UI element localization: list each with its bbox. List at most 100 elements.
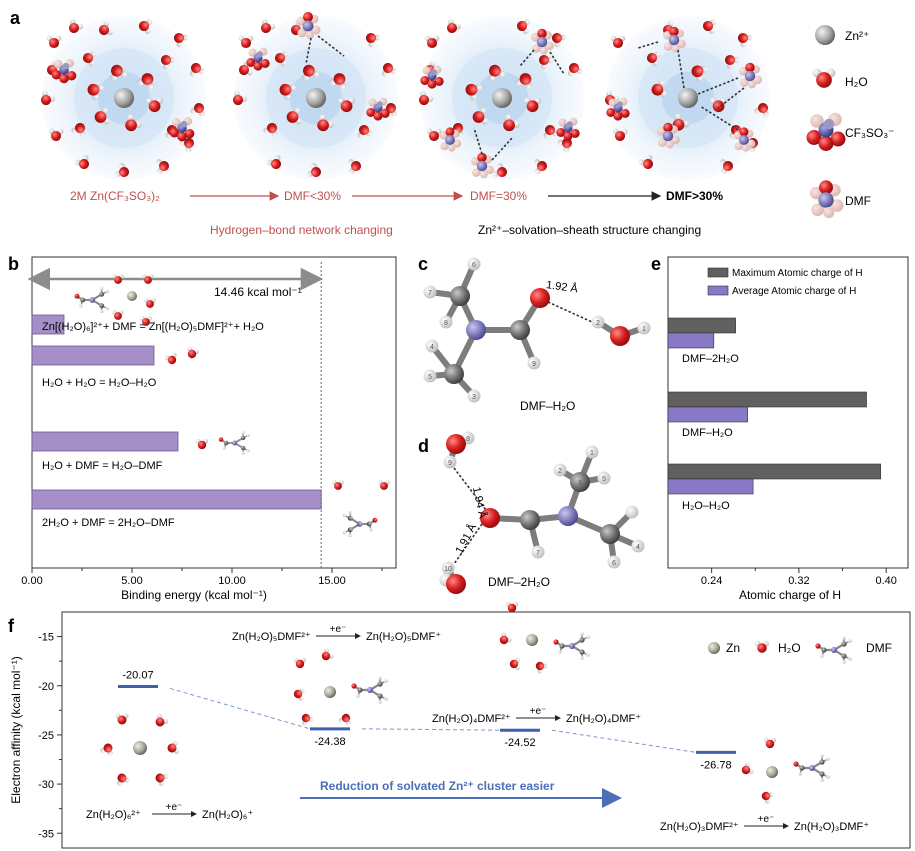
legend-zn-label: Zn²⁺ [845, 29, 869, 43]
panel-e-letter: e [651, 254, 661, 274]
oxygen-atom [507, 603, 517, 613]
hydrogen-atom [467, 257, 481, 271]
atom-number: 7 [536, 550, 540, 557]
nitrogen-atom [476, 160, 488, 172]
reaction-product: Zn(H₂O)₅DMF⁺ [366, 631, 441, 643]
hydrogen-atom [467, 389, 481, 403]
oxygen-atom [111, 64, 123, 77]
x-tick-label: 0.32 [788, 575, 809, 587]
oxygen-atom [477, 152, 487, 163]
water-molecule [724, 54, 740, 70]
dmf-stick-model [342, 510, 378, 538]
panel-d-label: DMF–2H₂O [488, 575, 550, 589]
triflate-anion [169, 117, 195, 142]
water-molecule [260, 18, 276, 34]
water-molecule [317, 114, 334, 132]
oxygen-atom [724, 54, 736, 66]
water-molecule [509, 657, 521, 671]
legend-h2o-label: H₂O [845, 75, 868, 89]
energy-level-label-4: -26.78 [700, 759, 731, 771]
hydrogen-atom [658, 138, 667, 147]
zn-ion [133, 741, 147, 755]
oxygen-atom [240, 37, 252, 49]
carbon-atom [240, 435, 246, 441]
oxygen-atom [815, 643, 821, 649]
oxygen-atom [148, 100, 161, 113]
triflate-legend-icon [806, 112, 846, 151]
oxygen-atom [82, 52, 94, 64]
oxygen-atom [144, 276, 152, 284]
x-tick-label: 5.00 [121, 575, 142, 587]
reaction-equation-2: Zn(H₂O)₅DMF²⁺+e⁻Zn(H₂O)₅DMF⁺ [232, 624, 441, 643]
legend-zn-icon [708, 642, 720, 654]
oxygen-atom [87, 83, 100, 96]
oxygen-atom [537, 28, 547, 39]
water-molecule [189, 62, 205, 77]
caption-solvation-sheath: Zn²⁺–solvation–sheath structure changing [478, 223, 701, 237]
energy-level-label-3: -24.52 [504, 737, 535, 749]
oxygen-atom [793, 761, 799, 767]
zn-ion [114, 88, 134, 108]
hydrogen-atom [378, 676, 382, 680]
hydrogen-atom [798, 772, 802, 776]
oxygen-atom [117, 715, 127, 725]
y-tick-label: -30 [38, 779, 54, 791]
oxygen-atom [78, 158, 90, 170]
oxygen-atom [334, 482, 342, 490]
oxygen-atom [556, 128, 566, 137]
hydrogen-atom [342, 530, 347, 535]
oxygen-atom [614, 130, 626, 142]
hydrogen-atom [501, 632, 507, 638]
oxygen-atom [610, 326, 630, 346]
zn-ion [492, 88, 512, 108]
oxygen-atom [434, 76, 444, 86]
oxygen-atom [59, 73, 69, 84]
hydrogen-atom [542, 663, 548, 669]
binding-energy-bar-4 [31, 489, 322, 510]
oxygen-atom [722, 160, 734, 172]
water-molecule [98, 21, 113, 36]
nitrogen-atom [744, 70, 756, 82]
water-molecule [48, 128, 64, 142]
solvation-cluster-1 [40, 16, 206, 180]
zn-ion [127, 291, 137, 301]
dmf-legend-icon [809, 180, 844, 219]
panel-c-letter: c [418, 254, 428, 274]
water-molecule [117, 773, 130, 786]
reaction-equation-3: Zn(H₂O)₄DMF²⁺+e⁻Zn(H₂O)₄DMF⁺ [432, 706, 641, 725]
oxygen-atom [612, 37, 624, 49]
carbon-atom [579, 637, 585, 643]
oxygen-atom [538, 54, 550, 66]
water-molecule [145, 97, 164, 113]
carbon-atom [600, 524, 620, 544]
hydrogen-atom [241, 431, 245, 435]
hydrogen-atom [820, 754, 824, 758]
water-molecule [763, 737, 777, 749]
hydrogen-atom [384, 697, 388, 701]
water-molecule [167, 740, 180, 754]
hydrogen-atom [734, 142, 743, 151]
legend-swatch-1 [707, 267, 729, 278]
oxygen-atom [173, 32, 185, 44]
carbon-atom [570, 472, 590, 492]
oxygen-atom [418, 94, 430, 106]
hydrogen-atom [826, 757, 830, 761]
charge-bar-3-2 [667, 478, 754, 495]
y-tick-label: -25 [38, 730, 54, 742]
water-molecule [94, 107, 110, 125]
hydrogen-atom [537, 668, 543, 674]
oxygen-atom [114, 276, 122, 284]
reaction-electron-label: +e⁻ [166, 802, 183, 813]
oxygen-atom [691, 65, 704, 78]
hydrogen-atom [472, 168, 481, 177]
energy-level-label-2: -24.38 [314, 736, 345, 748]
panel-f-letter: f [8, 616, 15, 636]
oxygen-atom [382, 62, 394, 74]
water-molecule [551, 32, 567, 48]
charge-category-label-2: DMF–H₂O [682, 427, 733, 439]
oxygen-atom [177, 131, 187, 142]
oxygen-atom [561, 137, 573, 149]
fluorine-atom [172, 118, 181, 127]
water-molecule [424, 35, 440, 49]
